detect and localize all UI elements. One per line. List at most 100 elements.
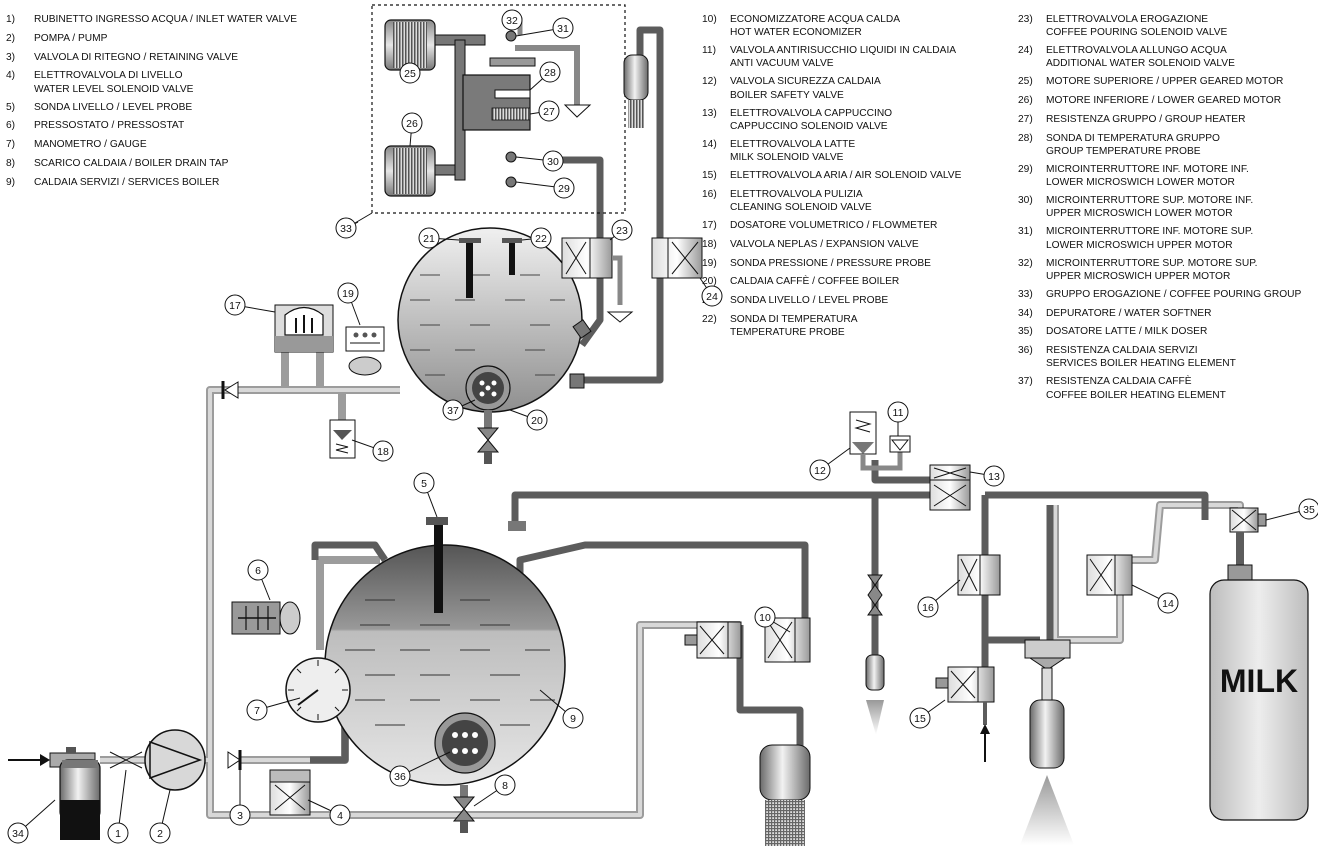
callout-number: 3 bbox=[237, 810, 243, 822]
legend-text: MANOMETRO / GAUGE bbox=[34, 139, 147, 151]
milk-container: MILK bbox=[1209, 532, 1309, 821]
callout-20: 20 bbox=[509, 409, 548, 431]
callout-number: 12 bbox=[814, 465, 826, 477]
legend-number: 14) bbox=[702, 138, 717, 150]
legend-number: 32) bbox=[1018, 257, 1033, 269]
callout-number: 28 bbox=[544, 67, 556, 79]
callout-24: 24 bbox=[699, 277, 723, 307]
legend-number: 30) bbox=[1018, 195, 1033, 207]
legend-text-secondary: UPPER MICROSWICH UPPER MOTOR bbox=[1046, 270, 1231, 282]
legend-number: 17) bbox=[702, 220, 717, 232]
legend-item: 32)MICROINTERRUTTORE SUP. MOTORE SUP.UPP… bbox=[1018, 257, 1301, 283]
callout-circle bbox=[538, 100, 560, 122]
legend-item: 20)CALDAIA CAFFÈ / COFFEE BOILER bbox=[702, 275, 961, 288]
callout-number: 25 bbox=[404, 68, 416, 80]
legend-text-secondary: LOWER MICROSWICH LOWER MOTOR bbox=[1046, 177, 1235, 189]
callout-circle bbox=[553, 177, 575, 199]
pump bbox=[144, 729, 206, 791]
milk-doser bbox=[1229, 507, 1267, 533]
callout-circle bbox=[149, 822, 171, 844]
legend-number: 36) bbox=[1018, 345, 1033, 357]
legend-item: 2)POMPA / PUMP bbox=[6, 32, 297, 45]
callout-number: 26 bbox=[406, 118, 418, 130]
legend-item: 5)SONDA LIVELLO / LEVEL PROBE bbox=[6, 101, 297, 114]
legend-text: DOSATORE LATTE / MILK DOSER bbox=[1046, 326, 1208, 338]
callout-circle bbox=[389, 765, 411, 787]
legend-text: ELETTROVALVOLA LATTE bbox=[730, 138, 856, 150]
legend-text: VALVOLA DI RITEGNO / RETAINING VALVE bbox=[34, 51, 238, 63]
callout-number: 23 bbox=[616, 225, 628, 237]
legend-number: 37) bbox=[1018, 376, 1033, 388]
callout-circle bbox=[501, 9, 523, 31]
callout-4: 4 bbox=[307, 799, 351, 826]
callout-number: 33 bbox=[340, 223, 352, 235]
legend-text: ELETTROVALVOLA EROGAZIONE bbox=[1046, 14, 1209, 25]
legend-item: 31)MICROINTERRUTTORE INF. MOTORE SUP.LOW… bbox=[1018, 225, 1301, 251]
callout-circle bbox=[754, 606, 776, 628]
callout-circle bbox=[107, 822, 129, 844]
legend-text-secondary: TEMPERATURE PROBE bbox=[730, 327, 845, 339]
legend-text: ELETTROVALVOLA CAPPUCCINO bbox=[730, 107, 893, 119]
callout-circle bbox=[983, 465, 1005, 487]
legend-text: MICROINTERRUTTORE INF. MOTORE INF. bbox=[1046, 164, 1249, 175]
legend-item: 18)VALVOLA NEPLAS / EXPANSION VALVE bbox=[702, 238, 961, 251]
callout-circle bbox=[7, 822, 29, 844]
callout-23: 23 bbox=[609, 219, 633, 241]
legend-item: 11)VALVOLA ANTIRISUCCHIO LIQUIDI IN CALD… bbox=[702, 44, 961, 70]
legend-text-secondary: COFFEE BOILER HEATING ELEMENT bbox=[1046, 389, 1226, 401]
legend-item: 33)GRUPPO EROGAZIONE / COFFEE POURING GR… bbox=[1018, 288, 1301, 301]
callout-number: 6 bbox=[255, 565, 261, 577]
callout-16: 16 bbox=[917, 579, 961, 618]
callout-number: 29 bbox=[558, 183, 570, 195]
legend-text-secondary: BOILER SAFETY VALVE bbox=[730, 89, 844, 101]
legend-text: CALDAIA SERVIZI / SERVICES BOILER bbox=[34, 176, 220, 188]
callout-6: 6 bbox=[247, 559, 271, 601]
hot-water-economizer-valve bbox=[684, 617, 811, 663]
callout-number: 36 bbox=[394, 771, 406, 783]
pressostat bbox=[231, 601, 301, 635]
callout-32: 32 bbox=[501, 9, 523, 31]
callout-28: 28 bbox=[529, 61, 561, 91]
legend-item: 6)PRESSOSTATO / PRESSOSTAT bbox=[6, 119, 297, 132]
milk-frother bbox=[1020, 639, 1074, 845]
callout-number: 30 bbox=[547, 156, 559, 168]
callout-circle bbox=[413, 472, 435, 494]
callout-circle bbox=[909, 707, 931, 729]
legend-item: 25)MOTORE SUPERIORE / UPPER GEARED MOTOR bbox=[1018, 75, 1301, 88]
legend-item: 9)CALDAIA SERVIZI / SERVICES BOILER bbox=[6, 176, 297, 189]
callout-circle bbox=[552, 17, 574, 39]
callout-7: 7 bbox=[246, 697, 301, 721]
callout-circle bbox=[526, 409, 548, 431]
legend-number: 1) bbox=[6, 14, 16, 25]
callout-number: 19 bbox=[342, 288, 354, 300]
callout-35: 35 bbox=[1265, 498, 1318, 521]
legend-number: 18) bbox=[702, 238, 717, 250]
water-level-solenoid-valve bbox=[269, 769, 311, 816]
legend-item: 7)MANOMETRO / GAUGE bbox=[6, 138, 297, 151]
drain-tap-bottom bbox=[452, 785, 476, 833]
callout-31: 31 bbox=[515, 17, 574, 39]
callout-number: 21 bbox=[423, 233, 435, 245]
callout-number: 2 bbox=[157, 828, 163, 840]
additional-water-solenoid-valve bbox=[651, 237, 703, 279]
upper-motor bbox=[384, 19, 486, 71]
callout-number: 7 bbox=[254, 705, 260, 717]
flowmeter bbox=[274, 304, 334, 353]
callout-number: 1 bbox=[115, 828, 121, 840]
expansion-valve bbox=[329, 419, 356, 459]
pressure-probe bbox=[345, 326, 385, 376]
callout-number: 24 bbox=[706, 291, 718, 303]
callout-number: 37 bbox=[447, 405, 459, 417]
legend-text: RESISTENZA CALDAIA SERVIZI bbox=[1046, 345, 1198, 357]
callout-number: 13 bbox=[988, 471, 1000, 483]
callout-circle bbox=[494, 774, 516, 796]
legend-number: 4) bbox=[6, 70, 16, 82]
callout-circle bbox=[335, 217, 357, 239]
